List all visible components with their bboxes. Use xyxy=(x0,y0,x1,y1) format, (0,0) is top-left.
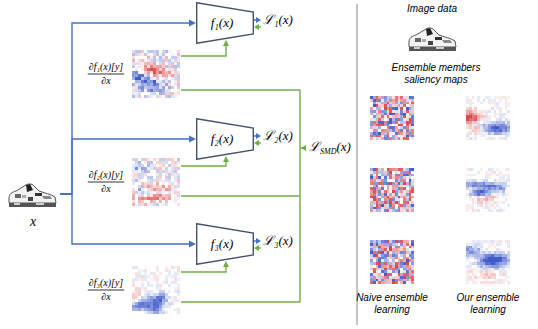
saliency-map xyxy=(370,96,414,140)
saliency-map xyxy=(466,240,510,284)
connector-line xyxy=(60,139,190,194)
smd-loss-subscript: SMD xyxy=(320,147,336,157)
divider-line xyxy=(357,4,358,325)
loss-arrows xyxy=(254,17,261,244)
panel-heading: Ensemble members saliency maps xyxy=(381,62,491,86)
network-block: f₂(x) xyxy=(196,118,254,160)
block-label: f₃(x) xyxy=(211,236,234,252)
block-label: f₁(x) xyxy=(211,15,234,31)
gradient-numerator: ∂f₁(x)[y] xyxy=(89,61,124,73)
gradient-denominator: ∂x xyxy=(101,75,110,87)
saliency-map xyxy=(370,168,414,212)
fraction-lines xyxy=(88,74,125,290)
input-arrow xyxy=(60,136,196,195)
image-data-shoe xyxy=(409,28,456,51)
loss-label: ℒ₁(x) xyxy=(263,12,293,28)
loss-label: ℒ₂(x) xyxy=(263,128,293,144)
input-image: x xyxy=(6,176,60,232)
input-arrow xyxy=(60,194,196,248)
arrow-head xyxy=(189,136,196,143)
input-arrow xyxy=(60,20,196,195)
connector-line xyxy=(60,23,190,194)
saliency-map xyxy=(370,240,414,284)
saliency-maps xyxy=(132,50,510,314)
arrow-head xyxy=(189,241,196,248)
shoe-image xyxy=(6,176,60,212)
gradient-numerator: ∂f₂(x)[y] xyxy=(89,169,124,181)
column-caption: Our ensemble learning xyxy=(446,292,530,316)
gradient-denominator: ∂x xyxy=(101,183,110,195)
gradient-denominator: ∂x xyxy=(101,291,110,303)
loss-label: ℒ₃(x) xyxy=(263,233,293,249)
block-label: f₂(x) xyxy=(211,131,234,147)
network-block: f₁(x) xyxy=(196,2,254,44)
saliency-map xyxy=(466,168,510,212)
saliency-map xyxy=(132,266,180,314)
gradient-numerator: ∂f₃(x)[y] xyxy=(89,277,124,289)
network-block: f₃(x) xyxy=(196,223,254,265)
smd-loss-argument: (x) xyxy=(336,139,350,155)
input-label: x xyxy=(6,214,60,230)
fraction-bar xyxy=(88,290,125,291)
saliency-map xyxy=(466,96,510,140)
arrow-head xyxy=(189,20,196,27)
gradient-arrows xyxy=(181,24,306,302)
fraction-bar xyxy=(88,182,125,183)
saliency-map xyxy=(132,158,180,206)
smd-loss-symbol: ℒ xyxy=(309,139,320,155)
fraction-bar xyxy=(88,74,125,75)
connector-line xyxy=(60,194,190,244)
panel-heading: Image data xyxy=(407,3,457,15)
column-caption: Naive ensemble learning xyxy=(350,292,434,316)
saliency-map xyxy=(132,50,180,98)
